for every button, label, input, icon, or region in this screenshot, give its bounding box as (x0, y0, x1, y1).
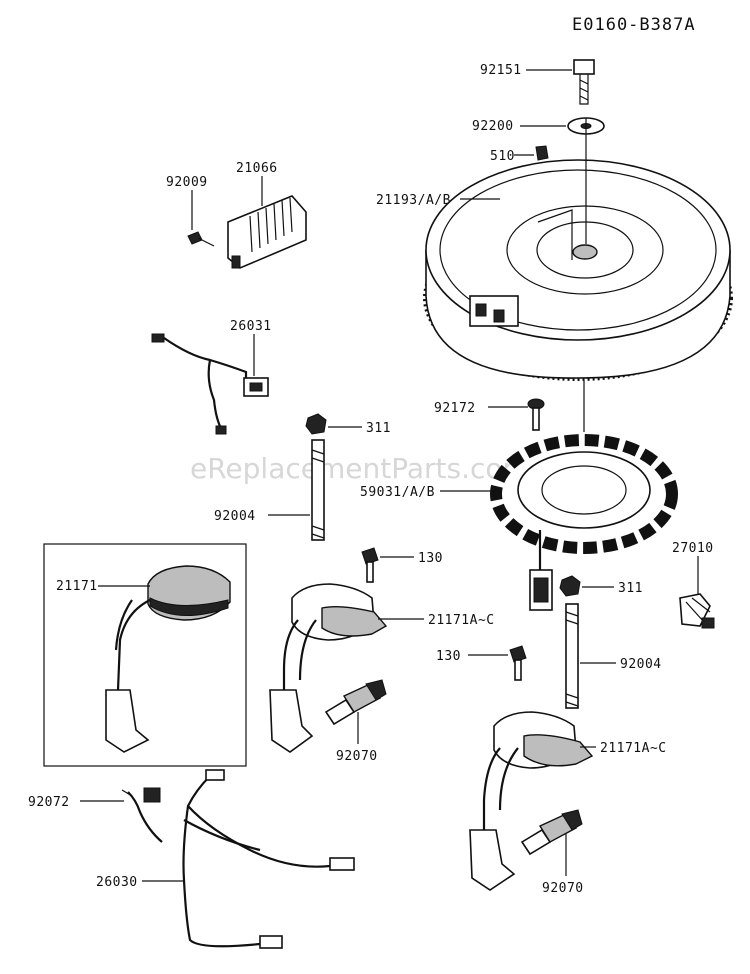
key-510-part[interactable] (535, 145, 549, 161)
callout-92070-right: 92070 (542, 881, 584, 896)
stator-59031-part[interactable] (490, 434, 678, 611)
spark-plug-92070-right-part[interactable] (520, 809, 583, 856)
ignition-coil-21171a-left-part[interactable] (269, 583, 388, 753)
bolt-130-left-part[interactable] (361, 547, 379, 583)
callout-21171a-right: 21171A~C (600, 741, 667, 756)
stud-92004-right-part[interactable] (565, 603, 579, 709)
callout-130-right: 130 (436, 649, 461, 664)
nut-311-right-part[interactable] (559, 575, 581, 597)
callout-311-left: 311 (366, 421, 391, 436)
harness-26031-part[interactable] (151, 333, 269, 435)
callout-21171: 21171 (56, 579, 98, 594)
callout-59031: 59031/A/B (360, 485, 435, 500)
callout-92004-right: 92004 (620, 657, 662, 672)
callout-27010: 27010 (672, 541, 714, 556)
callout-311-right: 311 (618, 581, 643, 596)
callout-26031: 26031 (230, 319, 272, 334)
stud-92004-left-part[interactable] (311, 439, 325, 541)
callout-92172: 92172 (434, 401, 476, 416)
bolt-92151-part[interactable] (573, 59, 595, 105)
spark-plug-92070-left-part[interactable] (324, 679, 387, 726)
flywheel-21193-part[interactable] (423, 159, 733, 381)
callout-21193: 21193/A/B (376, 193, 451, 208)
callout-21171a-left: 21171A~C (428, 613, 495, 628)
bolt-92172-part[interactable] (527, 398, 545, 431)
watermark: eReplacementParts.com (190, 452, 530, 485)
screw-92009-part[interactable] (187, 231, 215, 247)
callout-21066: 21066 (236, 161, 278, 176)
nut-311-left-part[interactable] (305, 413, 327, 435)
ignition-coil-21171-part[interactable] (105, 565, 231, 753)
callout-130-left: 130 (418, 551, 443, 566)
callout-92004-left: 92004 (214, 509, 256, 524)
harness-26030-part[interactable] (182, 769, 355, 949)
inset-box (43, 543, 247, 767)
callout-92009: 92009 (166, 175, 208, 190)
callout-92070-left: 92070 (336, 749, 378, 764)
callout-92151: 92151 (480, 63, 522, 78)
callout-510: 510 (490, 149, 515, 164)
regulator-21066-part[interactable] (227, 195, 307, 269)
ignition-coil-21171a-right-part[interactable] (469, 711, 594, 891)
callout-26030: 26030 (96, 875, 138, 890)
callout-92200: 92200 (472, 119, 514, 134)
lead-92072-part[interactable] (121, 787, 163, 843)
switch-27010-part[interactable] (679, 593, 715, 629)
callout-92072: 92072 (28, 795, 70, 810)
bolt-130-right-part[interactable] (509, 645, 527, 681)
drawing-code: E0160-B387A (572, 15, 696, 35)
